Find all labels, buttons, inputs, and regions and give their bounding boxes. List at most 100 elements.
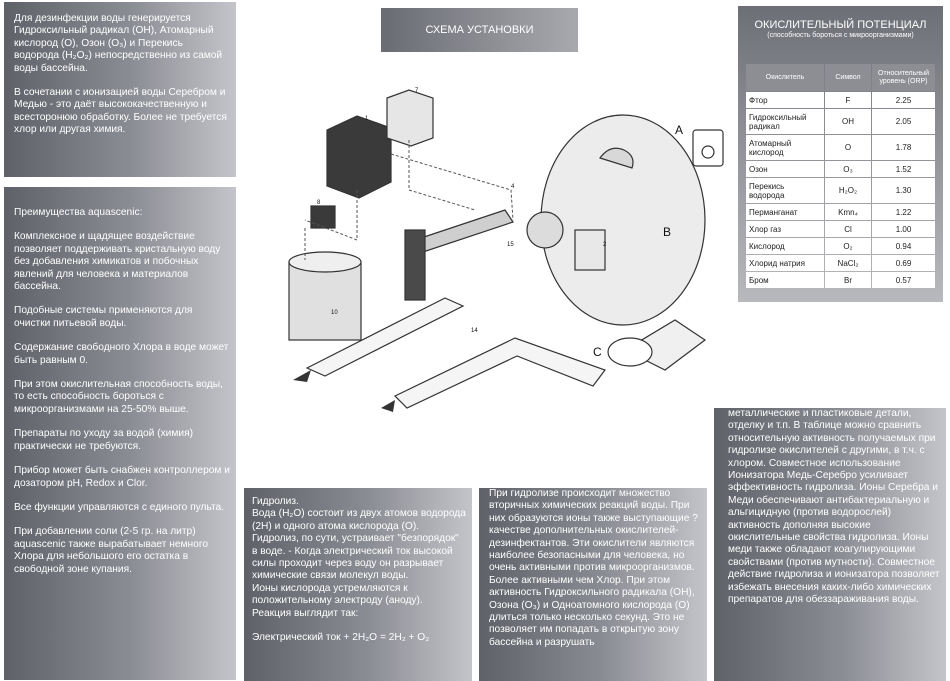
orp-panel: ОКИСЛИТЕЛЬНЫЙ ПОТЕНЦИАЛ (способность бор…	[738, 6, 943, 302]
advantages-panel: Преимущества aquascenic: Комплексное и щ…	[4, 187, 236, 680]
advantages-heading: Преимущества aquascenic:	[14, 207, 143, 218]
ionizer-text: металлические и пластиковые детали, отде…	[728, 408, 940, 606]
cell-symbol: NaCl₂	[825, 255, 871, 271]
label-a: A	[675, 123, 683, 137]
flow-arrow-icon	[293, 370, 311, 382]
cell-symbol: O	[825, 135, 871, 160]
hydrolysis-text: Вода (H₂O) состоит из двух атомов водоро…	[252, 508, 466, 532]
cable-line	[390, 153, 514, 221]
cell-level: 1.52	[872, 161, 935, 177]
cell-oxidant: Перманганат	[746, 204, 824, 220]
part-number: 14	[471, 328, 478, 334]
valve-body	[574, 229, 606, 271]
cell-oxidant: Хлорид натрия	[746, 255, 824, 271]
filter-tank	[540, 114, 706, 326]
cell-symbol: OH	[825, 109, 871, 134]
intro-paragraph: В сочетании с ионизацией воды Серебром и…	[14, 87, 227, 136]
cell-oxidant: Бром	[746, 272, 824, 288]
scheme-title: СХЕМА УСТАНОВКИ	[381, 8, 578, 52]
orp-header-symbol: Символ	[825, 64, 871, 91]
part-number: 4	[511, 184, 515, 190]
cell-symbol: Br	[825, 272, 871, 288]
intro-paragraph: Для дезинфекции воды генерируется Гидрок…	[14, 13, 223, 74]
part-number: 1	[365, 116, 369, 122]
hydrolysis-panel: Гидролиз. Вода (H₂O) состоит из двух ато…	[244, 488, 472, 681]
cell-oxidant: Кислород	[746, 238, 824, 254]
tank-lid-icon	[599, 147, 634, 169]
gauge-icon	[701, 145, 715, 159]
hydrolysis-text: Ионы кислорода устремляются к положитель…	[252, 582, 423, 607]
cell-symbol: O₂	[825, 238, 871, 254]
multiport-valve	[526, 211, 564, 249]
orp-subtitle: (способность бороться с микроорганизмами…	[767, 32, 914, 39]
pipe-suction	[393, 337, 606, 409]
cell-level: 0.69	[872, 255, 935, 271]
dosing-pump-icon	[310, 205, 336, 229]
cell-oxidant: Фтор	[746, 92, 824, 108]
pump-inlet	[607, 337, 653, 367]
cell-symbol: Cl	[825, 221, 871, 237]
advantages-paragraph: Препараты по уходу за водой (химия) прак…	[14, 428, 193, 452]
advantages-paragraph: Все функции управляются с единого пульта…	[14, 501, 225, 513]
intro-panel: Для дезинфекции воды генерируется Гидрок…	[4, 2, 236, 177]
cable-line	[304, 190, 358, 241]
ionizer-panel: металлические и пластиковые детали, отде…	[714, 408, 946, 681]
cell-manifold	[414, 209, 514, 253]
secondary-reactions-panel: При гидролизе происходит множество втори…	[479, 488, 707, 681]
flow-arrow-icon	[381, 400, 395, 412]
hydrolysis-text: Гидролиз, по сути, устраивает "безпорядо…	[252, 533, 459, 582]
advantages-paragraph: Подобные системы применяются для очистки…	[14, 305, 193, 329]
advantages-paragraph: Содержание свободного Хлора в воде может…	[14, 342, 229, 366]
installation-diagram: A B C 1 2 7 8 10 14 15 4	[288, 88, 724, 412]
part-number: 10	[331, 310, 338, 316]
electrolysis-cell	[404, 229, 426, 301]
advantages-paragraph: При добавлении соли (2-5 гр. на литр) aq…	[14, 526, 208, 575]
cell-level: 0.94	[872, 238, 935, 254]
orp-table: Окислитель Символ Относительный уровень …	[745, 63, 936, 289]
control-box-icon	[326, 115, 392, 199]
cell-symbol: H₂O₂	[825, 178, 871, 203]
dosing-tank-top	[288, 251, 362, 273]
secondary-reactions-text: При гидролизе происходит множество втори…	[489, 488, 698, 648]
advantages-paragraph: При этом окислительная способность воды,…	[14, 379, 223, 415]
ionizer-box-icon	[386, 89, 434, 147]
cable-line	[408, 140, 476, 211]
cell-level: 1.22	[872, 204, 935, 220]
orp-header-oxidant: Окислитель	[746, 64, 824, 91]
orp-header-level: Относительный уровень (ORP)	[872, 64, 935, 91]
cell-level: 1.30	[872, 178, 935, 203]
cell-level: 0.57	[872, 272, 935, 288]
cell-level: 2.25	[872, 92, 935, 108]
cell-level: 2.05	[872, 109, 935, 134]
cell-symbol: F	[825, 92, 871, 108]
advantages-paragraph: Прибор может быть снабжен контроллером и…	[14, 465, 230, 489]
cell-oxidant: Перекись водорода	[746, 178, 824, 203]
part-number: 15	[507, 242, 514, 248]
pipe-return	[305, 297, 465, 377]
cell-level: 1.78	[872, 135, 935, 160]
dosing-tank	[288, 261, 362, 341]
part-number: 8	[317, 200, 321, 206]
cell-symbol: O₃	[825, 161, 871, 177]
orp-title: ОКИСЛИТЕЛЬНЫЙ ПОТЕНЦИАЛ	[754, 19, 927, 31]
hydrolysis-text: Реакция выглядит так:	[252, 607, 359, 619]
part-number: 2	[603, 242, 607, 248]
label-c: C	[593, 345, 602, 359]
cell-oxidant: Озон	[746, 161, 824, 177]
cell-level: 1.00	[872, 221, 935, 237]
cell-oxidant: Атомарный кислород	[746, 135, 824, 160]
cell-oxidant: Хлор газ	[746, 221, 824, 237]
part-number: 7	[415, 88, 419, 94]
hydrolysis-heading: Гидролиз.	[252, 496, 299, 507]
cell-oxidant: Гидроксильный радикал	[746, 109, 824, 134]
